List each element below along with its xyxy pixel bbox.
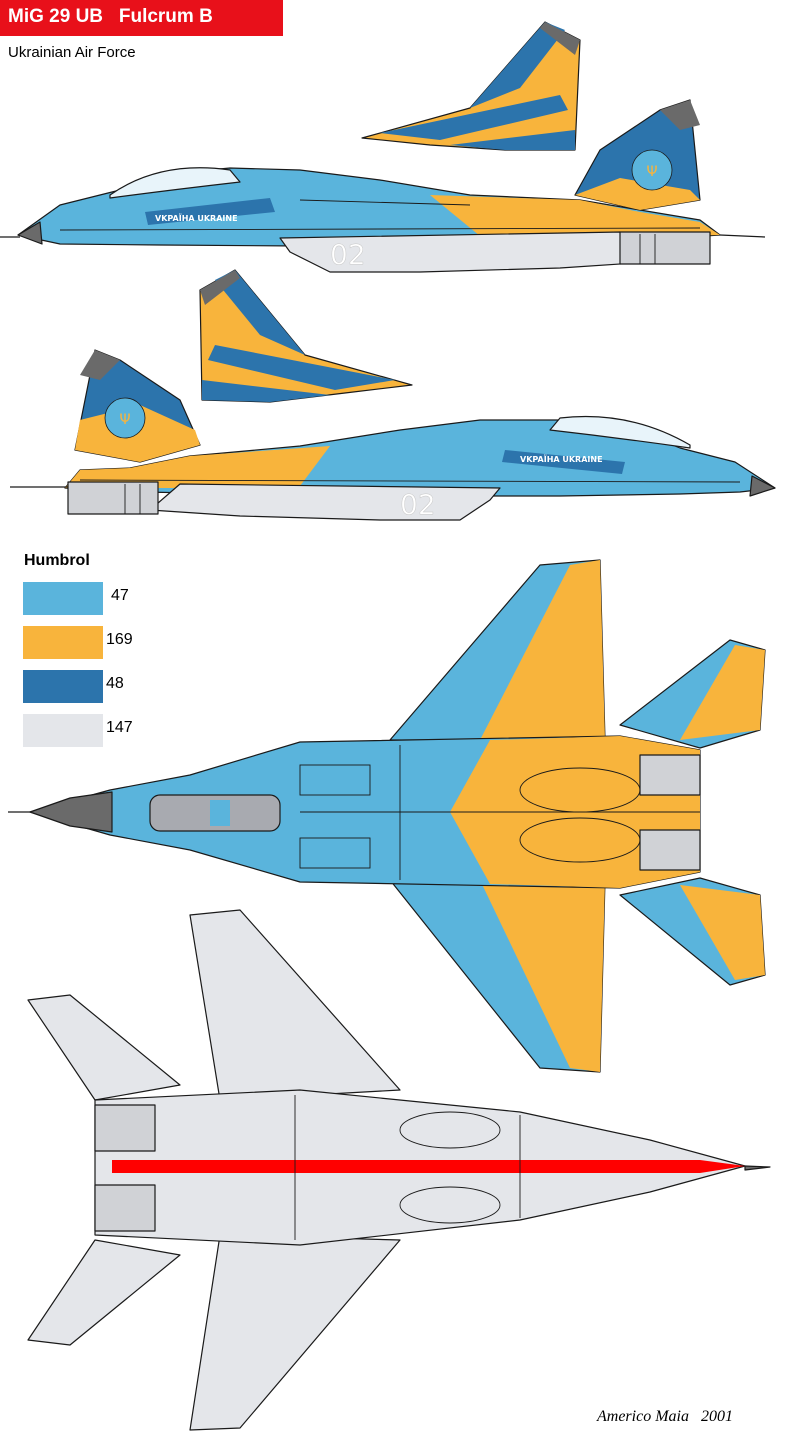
side-view-right-stabilizer <box>199 269 413 403</box>
legend-swatch <box>23 714 103 747</box>
page-subtitle: Ukrainian Air Force <box>8 44 136 61</box>
legend-swatch <box>23 582 103 615</box>
side-view-right: Ψ VKPAÏHA UKRAINE 02 <box>10 269 776 521</box>
side-right-fuselage-text: VKPAÏHA UKRAINE <box>520 454 603 464</box>
side-view-left: Ψ VKPAÏHA UKRAINE 02 <box>0 21 766 273</box>
side-left-tail-number: 02 <box>330 238 366 271</box>
side-left-fuselage-text: VKPAÏHA UKRAINE <box>155 213 238 223</box>
legend-swatch <box>23 626 103 659</box>
svg-text:Ψ: Ψ <box>119 412 130 428</box>
legend-swatch <box>23 670 103 703</box>
side-view-left-stabilizer <box>361 21 581 151</box>
bottom-view <box>27 909 771 1431</box>
title-bar: MiG 29 UB Fulcrum B <box>0 0 283 36</box>
legend-label: 48 <box>106 675 124 692</box>
side-right-tail-number: 02 <box>400 488 436 521</box>
legend-title: Humbrol <box>24 552 90 569</box>
page-title: MiG 29 UB Fulcrum B <box>8 6 213 27</box>
legend-label: 147 <box>106 719 133 736</box>
legend-label: 169 <box>106 631 133 648</box>
legend-label: 47 <box>111 587 129 604</box>
author-credit: Americo Maia 2001 <box>597 1408 733 1425</box>
top-view <box>8 559 766 1073</box>
svg-text:Ψ: Ψ <box>646 164 657 180</box>
